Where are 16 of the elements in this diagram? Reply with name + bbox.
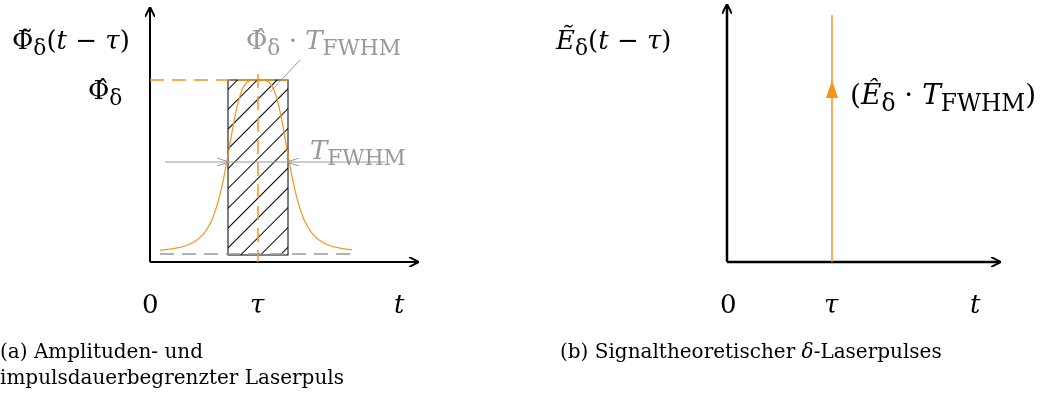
leader-line bbox=[269, 59, 301, 93]
hatched-area bbox=[227, 79, 289, 256]
tick-label: 0 bbox=[142, 290, 159, 319]
tick-label: t bbox=[394, 290, 405, 319]
axis-label: Ẽ$_{δ}$(t − τ) bbox=[556, 26, 672, 60]
impulse-label: (Ê$_{δ}$ · T$_{FWHM}$) bbox=[850, 80, 1037, 117]
tick-label: τ bbox=[250, 290, 265, 319]
area-label: Φ̂$_{δ}$ · T$_{FWHM}$ bbox=[246, 26, 401, 60]
subfigure-caption: (a) Amplituden- und impulsdauerbegrenzter Laserpuls bbox=[0, 338, 345, 390]
axis-label: Φ̂$_{δ}$ bbox=[88, 76, 123, 110]
axis-label: Φ̃$_{δ}$(t − τ) bbox=[12, 26, 130, 60]
tick-label: 0 bbox=[720, 290, 737, 319]
pulse-width-label: T$_{FWHM}$ bbox=[310, 136, 406, 170]
tick-label: τ bbox=[824, 290, 839, 319]
tick-label: t bbox=[970, 290, 981, 319]
subfigure-caption: (b) Signaltheoretischer δ-Laserpulses bbox=[560, 338, 942, 364]
